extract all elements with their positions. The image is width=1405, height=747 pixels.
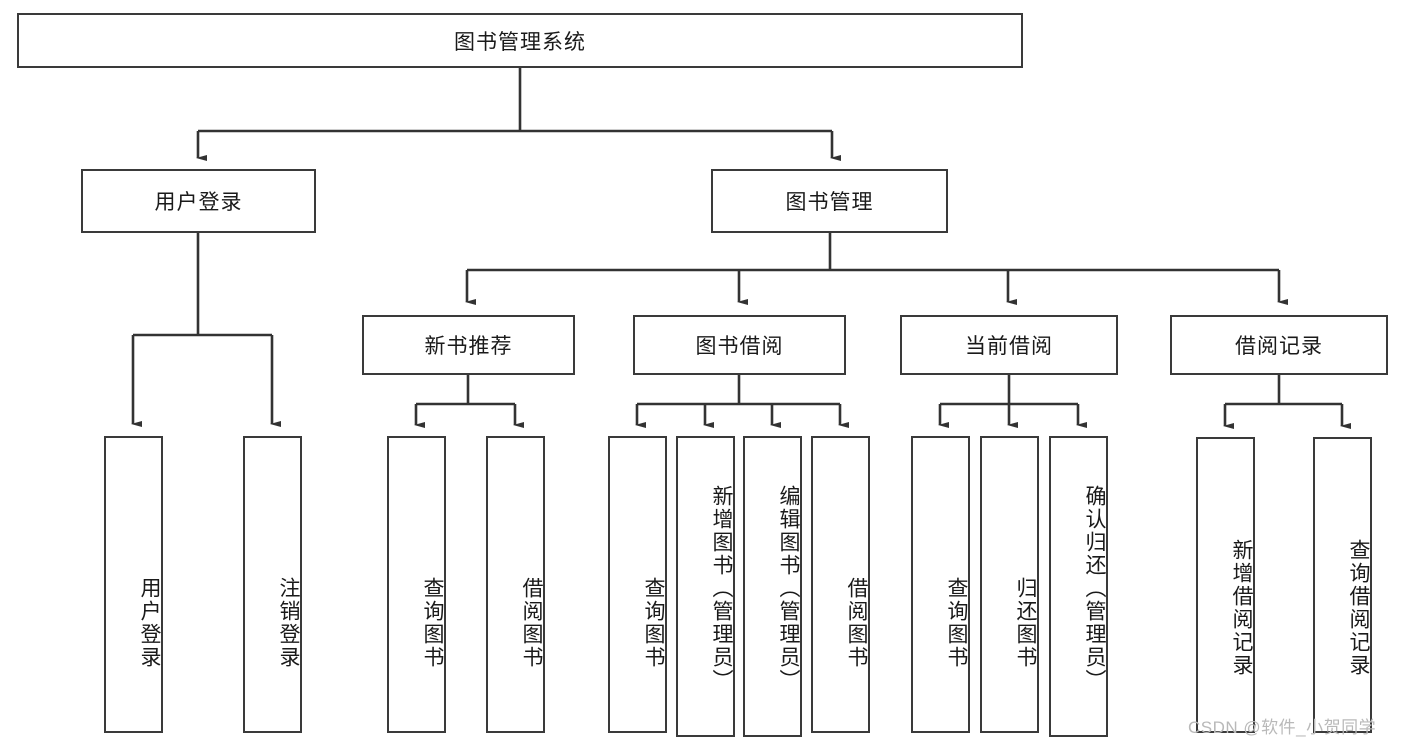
- leaf-user-login-label: 用户登录: [138, 576, 161, 669]
- leaf-add-book[interactable]: 新增图书（管理员）: [676, 436, 735, 737]
- leaf-query-record[interactable]: 查询借阅记录: [1313, 437, 1372, 733]
- node-current-borrow-label: 当前借阅: [965, 335, 1053, 358]
- node-user-login-label: 用户登录: [154, 191, 243, 214]
- leaf-query-book-2-label: 查询图书: [642, 576, 665, 669]
- node-book-borrow[interactable]: 图书借阅: [633, 315, 846, 375]
- leaf-confirm-return-label: 确认归还（管理员）: [1083, 485, 1106, 692]
- csdn-watermark: CSDN @软件_小贺同学: [1188, 718, 1377, 737]
- leaf-query-book-1-label: 查询图书: [421, 576, 444, 669]
- leaf-query-book-3-label: 查询图书: [945, 576, 968, 669]
- leaf-query-book-2[interactable]: 查询图书: [608, 436, 667, 733]
- leaf-return-book-label: 归还图书: [1014, 576, 1037, 669]
- leaf-add-record[interactable]: 新增借阅记录: [1196, 437, 1255, 733]
- leaf-borrow-book-2[interactable]: 借阅图书: [811, 436, 870, 733]
- leaf-add-record-label: 新增借阅记录: [1230, 539, 1253, 677]
- leaf-logout-label: 注销登录: [277, 576, 300, 669]
- node-borrow-record-label: 借阅记录: [1235, 335, 1323, 358]
- leaf-edit-book-label: 编辑图书（管理员）: [777, 485, 800, 692]
- leaf-borrow-book-2-label: 借阅图书: [845, 576, 868, 669]
- leaf-return-book[interactable]: 归还图书: [980, 436, 1039, 733]
- node-new-book-recommend-label: 新书推荐: [424, 335, 513, 358]
- leaf-borrow-book-1[interactable]: 借阅图书: [486, 436, 545, 733]
- node-root[interactable]: 图书管理系统: [17, 13, 1023, 68]
- node-book-admin[interactable]: 图书管理: [711, 169, 948, 233]
- node-root-label: 图书管理系统: [454, 30, 586, 54]
- node-book-borrow-label: 图书借阅: [695, 335, 784, 358]
- node-borrow-record[interactable]: 借阅记录: [1170, 315, 1388, 375]
- node-user-login[interactable]: 用户登录: [81, 169, 316, 233]
- leaf-edit-book[interactable]: 编辑图书（管理员）: [743, 436, 802, 737]
- leaf-confirm-return[interactable]: 确认归还（管理员）: [1049, 436, 1108, 737]
- node-new-book-recommend[interactable]: 新书推荐: [362, 315, 575, 375]
- leaf-query-record-label: 查询借阅记录: [1347, 539, 1370, 677]
- node-current-borrow[interactable]: 当前借阅: [900, 315, 1118, 375]
- leaf-query-book-3[interactable]: 查询图书: [911, 436, 970, 733]
- leaf-query-book-1[interactable]: 查询图书: [387, 436, 446, 733]
- leaf-borrow-book-1-label: 借阅图书: [520, 576, 543, 669]
- leaf-logout[interactable]: 注销登录: [243, 436, 302, 733]
- node-book-admin-label: 图书管理: [785, 191, 874, 214]
- leaf-user-login[interactable]: 用户登录: [104, 436, 163, 733]
- leaf-add-book-label: 新增图书（管理员）: [710, 485, 733, 692]
